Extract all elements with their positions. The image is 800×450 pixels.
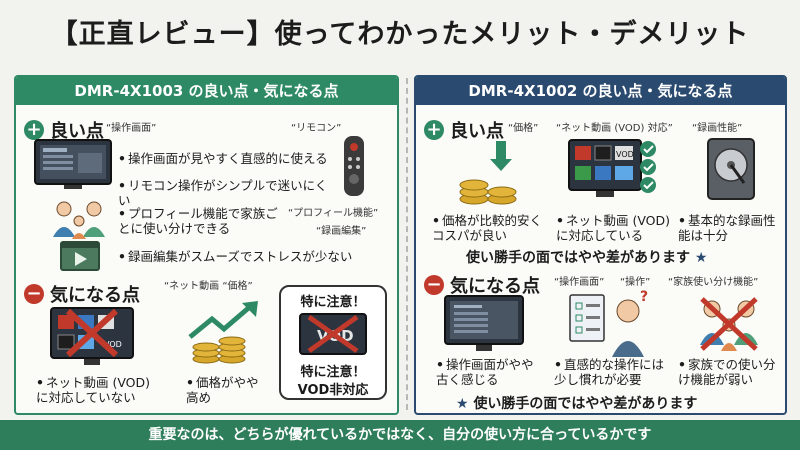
note-label: “ネット動画 “価格” <box>164 281 253 292</box>
good-bullet: •価格が比較的安くコスパが良い <box>432 213 543 243</box>
bad-bullet: •価格がやや高め <box>186 375 259 405</box>
coins-rising-icon <box>184 299 264 365</box>
bad-bullet: •直感的な操作には少し慣れが必要 <box>554 357 665 387</box>
old-ui-tv-icon <box>444 295 524 353</box>
note-label: “ネット動画 (VOD) 対応” <box>556 123 673 134</box>
good-bullet: •プロフィール機能で家族ごとに使い分けできる <box>118 206 278 236</box>
vod-text: VOD <box>104 340 122 349</box>
footer-banner: 重要なのは、どちらが優れているかではなく、自分の使い方に合っているかです <box>0 420 800 450</box>
note-label: “価格” <box>508 123 539 134</box>
note-label: “録画性能” <box>692 123 743 134</box>
vod-tv-check-icon: VOD <box>568 139 658 199</box>
coins-down-icon <box>452 137 528 207</box>
left-good-title: 良い点 <box>50 121 104 142</box>
svg-text:?: ? <box>640 289 648 305</box>
right-good-title: 良い点 <box>450 121 504 142</box>
right-panel: DMR-4X1002 の良い点・気になる点 + 良い点 “価格” “ネット動画 … <box>414 75 787 415</box>
note-label: “録画編集” <box>316 226 367 237</box>
left-panel-header: DMR-4X1003 の良い点・気になる点 <box>16 77 397 105</box>
right-panel-header: DMR-4X1002 の良い点・気になる点 <box>416 77 785 105</box>
star-icon: ★ <box>456 396 469 412</box>
warning-note: 特に注意！ <box>300 365 366 380</box>
vod-crossed-icon: VOD <box>299 313 367 357</box>
family-icon <box>50 199 110 239</box>
good-bullet: •基本的な録画性能は十分 <box>678 213 776 243</box>
right-bad-title: 気になる点 <box>450 276 540 297</box>
vod-text: VOD <box>616 150 634 159</box>
vod-crossed-tv-icon: VOD <box>50 307 134 367</box>
warning-note: VOD非対応 <box>297 383 369 398</box>
page-title: 【正直レビュー】使ってわかったメリット・デメリット <box>50 19 750 50</box>
star-icon: ★ <box>694 250 708 266</box>
plus-icon: + <box>24 120 44 140</box>
bad-bullet: •操作画面がやや古く感じる <box>436 357 534 387</box>
center-divider <box>406 78 408 410</box>
minus-icon: − <box>424 275 444 295</box>
good-bullet: •ネット動画 (VOD) に対応している <box>556 213 671 243</box>
minus-icon: − <box>24 284 44 304</box>
remote-icon <box>341 135 367 197</box>
note-label: “プロフィール機能” <box>288 208 379 219</box>
good-bullet: •操作画面が見やすく直感的に使える <box>118 151 328 166</box>
plus-icon: + <box>424 120 444 140</box>
good-bullet: •録画編集がスムーズでストレスが少ない <box>118 249 353 264</box>
right-bad-summary: ★ 使い勝手の面ではやや差があります <box>456 396 698 412</box>
warning-title: 特に注意！ <box>300 295 366 310</box>
left-bad-title: 気になる点 <box>50 285 140 306</box>
family-crossed-icon <box>694 293 764 355</box>
left-panel: DMR-4X1003 の良い点・気になる点 + 良い点 “操作画面” “リモコン… <box>14 75 399 415</box>
confused-user-icon: ? <box>566 289 656 359</box>
bad-bullet: •家族での使い分け機能が弱い <box>678 357 776 387</box>
note-label: “家族使い分け機能” <box>668 277 759 288</box>
tv-screen-icon <box>34 139 112 191</box>
good-bullet: •リモコン操作がシンプルで迷いにくい <box>118 178 328 208</box>
bad-bullet: •ネット動画 (VOD) に対応していない <box>36 375 151 405</box>
right-good-summary: 使い勝手の面ではやや差があります ★ <box>466 250 708 266</box>
video-edit-icon <box>60 241 100 271</box>
note-label: “操作画面” <box>554 277 605 288</box>
hard-drive-icon <box>706 137 756 201</box>
note-label: “リモコン” <box>291 123 342 134</box>
warning-box: 特に注意！ VOD 特に注意！ VOD非対応 <box>279 285 387 400</box>
note-label: “操作画面” <box>106 123 157 134</box>
note-label: “操作” <box>620 277 651 288</box>
